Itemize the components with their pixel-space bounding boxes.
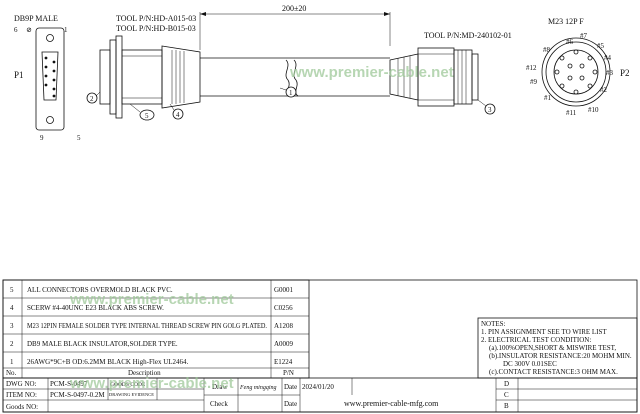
tool-right: TOOL P/N:MD-240102-01 bbox=[424, 31, 512, 40]
p2-pin12: #12 bbox=[526, 64, 537, 72]
date-label: Date bbox=[284, 383, 297, 391]
item-no-value: PCM-S-0497-0.2M bbox=[50, 391, 105, 399]
callout-4 bbox=[169, 103, 184, 120]
check-date-label: Date bbox=[284, 400, 297, 408]
watermark-1: www.premier-cable.net bbox=[289, 64, 454, 81]
callout-4-label: 4 bbox=[176, 111, 180, 119]
p1-pin6-marker: ⊘ bbox=[26, 26, 32, 34]
bom-row-no: 4 bbox=[10, 304, 14, 312]
callout-3 bbox=[477, 99, 496, 115]
dwg-no-value: PCM-S-0497 bbox=[50, 380, 88, 388]
dimension-text: 200±20 bbox=[282, 4, 306, 13]
tool-left-2: TOOL P/N:HD-B015-03 bbox=[116, 24, 196, 33]
notes-line-2: 2. ELECTRICAL TEST CONDITION: bbox=[481, 336, 591, 344]
callout-5-label: 5 bbox=[145, 112, 149, 120]
goods-code-label: GOODS CODE bbox=[110, 382, 146, 388]
callout-1 bbox=[279, 86, 297, 98]
bom-row-pn: A0009 bbox=[274, 340, 294, 348]
bom-row-description: 26AWG*9C+B OD:6.2MM BLACK High-Flex UL24… bbox=[27, 358, 189, 366]
bom-row-description: M23 12PIN FEMALE SOLDER TYPE INTERNAL TH… bbox=[27, 322, 267, 330]
p1-title: DB9P MALE bbox=[14, 14, 58, 23]
bom-row-description: ALL CONNECTORS OVERMOLD BLACK PVC. bbox=[27, 286, 173, 294]
p2-pin1: #1 bbox=[544, 94, 552, 102]
callout-5 bbox=[129, 103, 155, 121]
p2-pin3: #3 bbox=[606, 69, 614, 77]
p2-pin10: #10 bbox=[588, 106, 599, 114]
check-label: Check bbox=[210, 400, 228, 408]
p2-pin8: #8 bbox=[543, 46, 551, 54]
title-block bbox=[2, 377, 638, 413]
p1-pin5-label: 5 bbox=[77, 134, 81, 142]
p1-pin6-label: 6 bbox=[14, 26, 18, 34]
website: www.premier-cable-mfg.com bbox=[344, 399, 439, 408]
notes-line-4: (b).INSULATOR RESISTANCE:20 MOHM MIN. bbox=[489, 352, 632, 360]
drawing-evidence-label: DRAWING EVIDENCE bbox=[109, 392, 154, 397]
bom-header-no: No. bbox=[6, 369, 17, 377]
bom-row-no: 2 bbox=[10, 340, 14, 348]
rev-b: B bbox=[504, 402, 509, 410]
bom-row-no: 1 bbox=[10, 358, 14, 366]
m23-front-view bbox=[541, 37, 611, 107]
item-no-label: ITEM NO: bbox=[6, 391, 37, 399]
bom-row-no: 3 bbox=[10, 322, 14, 330]
bom-row-pn: E1224 bbox=[274, 358, 293, 366]
bom-row-description: SCERW #4-40UNC E23 BLACK ABS SCREW. bbox=[27, 304, 164, 312]
dwg-no-label: DWG NO: bbox=[6, 380, 37, 388]
notes-line-6: (c).CONTACT RESISTANCE:3 OHM MAX. bbox=[489, 368, 618, 376]
p2-pin2: #2 bbox=[600, 86, 608, 94]
bom-row-no: 5 bbox=[10, 286, 14, 294]
p1-pin1-label: 1 bbox=[64, 26, 68, 34]
p2-pin5: #5 bbox=[597, 42, 605, 50]
tool-left-1: TOOL P/N:HD-A015-03 bbox=[116, 14, 196, 23]
bom-row-description: DB9 MALE BLACK INSULATOR,SOLDER TYPE. bbox=[27, 340, 178, 348]
notes-line-1: 1. PIN ASSIGNMENT SEE TO WIRE LIST bbox=[481, 328, 607, 336]
bom-header-pn: P/N bbox=[283, 369, 294, 377]
p1-label: P1 bbox=[14, 70, 24, 80]
db9-side-view bbox=[99, 35, 201, 119]
p2-label: P2 bbox=[620, 68, 630, 78]
goods-no-label: Goods NO: bbox=[6, 403, 38, 411]
bom-row-pn: G0001 bbox=[274, 286, 294, 294]
bom-header-description: Description bbox=[128, 369, 161, 377]
date-value: 2024/01/20 bbox=[302, 383, 334, 391]
notes-line-5: DC 300V 0.01SEC bbox=[503, 360, 557, 368]
callout-2-label: 2 bbox=[90, 95, 94, 103]
db9-front-view bbox=[35, 27, 65, 131]
notes-line-3: (a).100%OPEN,SHORT & MISWIRE TEST, bbox=[489, 344, 616, 352]
p2-title: M23 12P F bbox=[548, 17, 584, 26]
callout-1-label: 1 bbox=[289, 89, 293, 97]
p2-pin7: #7 bbox=[580, 32, 588, 40]
p2-pin9: #9 bbox=[530, 78, 538, 86]
bom-row-pn: A1208 bbox=[274, 322, 294, 330]
callout-3-label: 3 bbox=[488, 106, 492, 114]
notes-title: NOTES: bbox=[481, 320, 506, 328]
draw-label: Draw bbox=[212, 383, 228, 391]
rev-c: C bbox=[504, 391, 509, 399]
bom-row-pn: C0256 bbox=[274, 304, 293, 312]
rev-d: D bbox=[504, 380, 509, 388]
p2-pin6: #6 bbox=[566, 38, 574, 46]
m23-side-view bbox=[389, 47, 479, 107]
watermark-2: www.premier-cable.net bbox=[69, 291, 234, 308]
watermark-3: www.premier-cable.net bbox=[69, 375, 234, 392]
draw-signature: Feng mingqing bbox=[239, 385, 277, 391]
p1-pin9-label: 9 bbox=[40, 134, 44, 142]
callout-2 bbox=[86, 91, 101, 104]
p2-pin11: #11 bbox=[566, 109, 577, 117]
dimension-line bbox=[199, 12, 391, 50]
p2-pin4: #4 bbox=[604, 54, 612, 62]
